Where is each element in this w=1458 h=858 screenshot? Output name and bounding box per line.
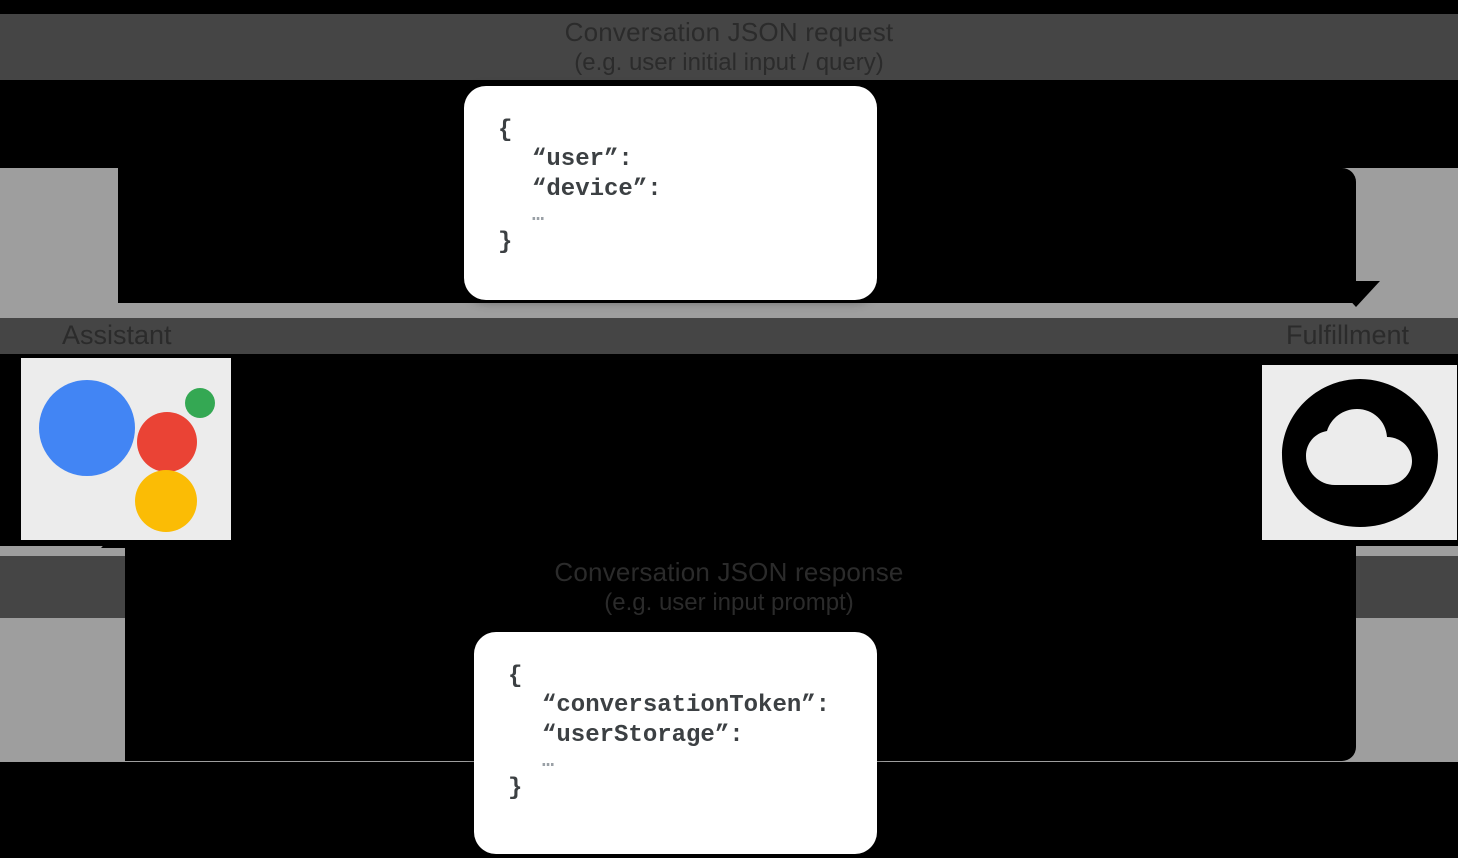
request-arrowhead [1332,281,1380,307]
response-json-card: { “conversationToken”: “userStorage”: … … [474,632,877,854]
assistant-icon-tile[interactable] [21,358,231,540]
endpoint-label-band [0,318,1458,354]
response-label-group: Conversation JSON response (e.g. user in… [429,552,1029,622]
response-label-sub: (e.g. user input prompt) [604,589,854,617]
assistant-label: Assistant [62,320,172,350]
response-json-line-user-storage: “userStorage”: [542,721,744,749]
assistant-yellow-dot-icon [135,470,197,532]
top-title-band [0,14,1458,80]
response-json-close-brace: } [508,775,523,803]
request-json-card: { “user”: “device”: … } [464,86,877,300]
assistant-green-dot-icon [185,388,215,418]
request-json-open-brace: { [498,117,513,144]
assistant-blue-dot-icon [39,380,135,476]
cloud-icon [1262,365,1457,540]
request-json-ellipsis: … [532,203,547,227]
google-assistant-logo [21,358,231,540]
response-json-open-brace: { [508,663,523,690]
fulfillment-label: Fulfillment [1286,320,1410,350]
request-json-close-brace: } [498,229,513,257]
assistant-red-dot-icon [137,412,197,472]
center-black-band [230,356,1260,546]
response-label-main: Conversation JSON response [554,556,904,587]
response-json-ellipsis: … [542,749,557,773]
request-label-sub: (e.g. user initial input / query) [574,49,884,77]
top-black-strip [0,0,1458,14]
response-json-line-conversation-token: “conversationToken”: [542,692,831,720]
fulfillment-icon-tile[interactable] [1262,365,1457,540]
request-label-main: Conversation JSON request [564,16,894,47]
request-json-line-device: “device”: [532,175,662,203]
request-json-line-user: “user”: [532,146,633,174]
request-label-group: Conversation JSON request (e.g. user ini… [429,12,1029,82]
